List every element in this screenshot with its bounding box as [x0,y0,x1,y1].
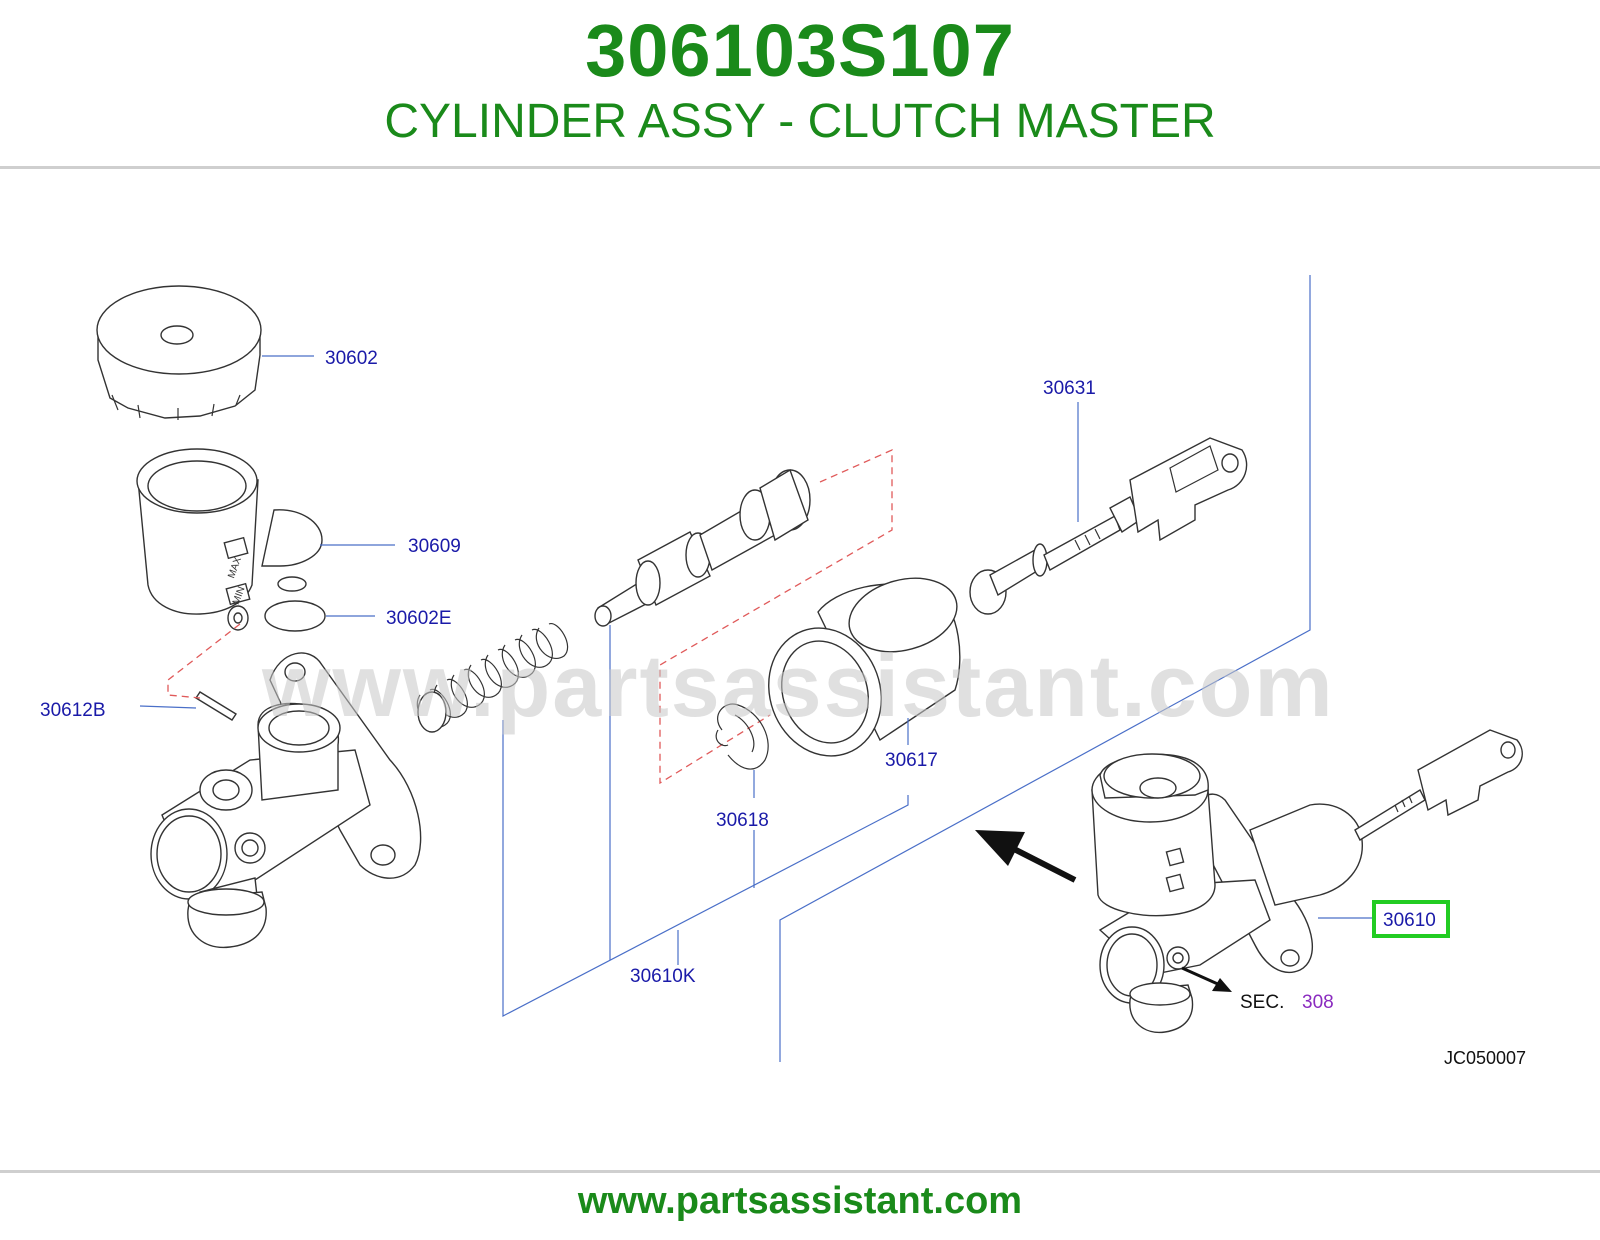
part-reservoir-seal[interactable] [264,600,326,632]
section-ref-link[interactable]: 308 [1302,992,1334,1013]
selected-callout-highlight [1372,900,1450,938]
callout-30617[interactable]: 30617 [885,750,938,771]
callout-30602[interactable]: 30602 [325,348,378,369]
part-description: CYLINDER ASSY - CLUTCH MASTER [384,95,1216,148]
dashed-guide-piston [659,448,893,785]
callout-30609[interactable]: 30609 [408,536,461,557]
part-cylinder-assembly[interactable] [1091,729,1523,1034]
dashed-guide-reservoir [167,623,241,699]
page-header: 306103S107 CYLINDER ASSY - CLUTCH MASTER [0,0,1600,168]
part-cylinder-body[interactable] [150,652,422,949]
assembly-direction-arrow [975,830,1077,883]
part-push-rod[interactable] [969,437,1248,615]
section-ref-arrow [1181,966,1232,992]
part-snap-ring[interactable] [715,703,769,770]
callout-30631[interactable]: 30631 [1043,378,1096,399]
part-reservoir-cap[interactable] [96,285,262,420]
callout-30610[interactable]: 30610 [1383,910,1436,931]
part-piston[interactable] [594,468,811,627]
footer-site-link[interactable]: www.partsassistant.com [577,1180,1023,1222]
header-divider [0,166,1600,169]
callout-leaders [139,275,1372,1062]
section-ref-label: SEC. [1240,992,1284,1013]
figure-code: JC050007 [1444,1048,1526,1068]
footer-divider [0,1170,1600,1173]
callout-30618[interactable]: 30618 [716,810,769,831]
part-reservoir-tank[interactable]: MAX MIN [136,448,323,631]
part-cylinder-sleeve[interactable] [751,567,965,772]
callout-30612B[interactable]: 30612B [40,700,106,721]
callout-30610-selected[interactable]: 30610 [1372,900,1450,938]
part-number-title: 306103S107 [585,9,1015,92]
callout-30610K[interactable]: 30610K [630,966,696,987]
part-return-spring[interactable] [416,623,569,733]
watermark-text: www.partsassistant.com [261,636,1335,735]
part-pin[interactable] [195,691,237,721]
callout-30602E[interactable]: 30602E [386,608,452,629]
